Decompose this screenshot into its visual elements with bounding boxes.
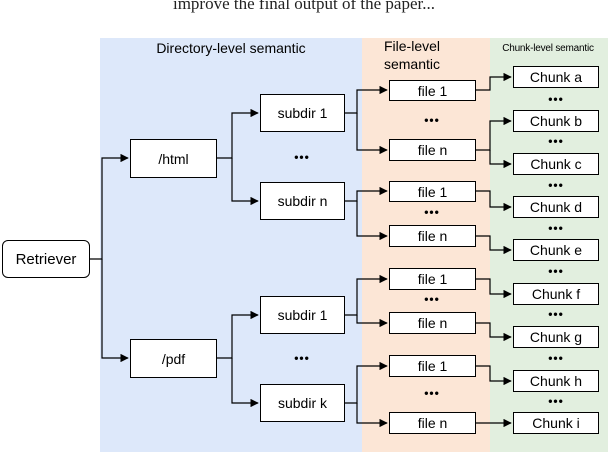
- chunk-node: Chunk g: [513, 326, 599, 348]
- file-node: file 1: [389, 181, 476, 202]
- file-level-label-line1: File-level: [383, 38, 440, 54]
- chunk-node: Chunk e: [513, 239, 599, 261]
- file-level-label-line2: semantic: [383, 56, 441, 72]
- chunk-node: Chunk i: [513, 412, 599, 434]
- intro-text-fragment: improve the final output of the paper...: [172, 0, 435, 13]
- ellipsis-subdirs-pdf: •••: [294, 351, 310, 365]
- file-node: file n: [389, 139, 476, 161]
- ellipsis-files: •••: [424, 113, 440, 127]
- pdf-subdir-k-node: subdir k: [260, 384, 345, 422]
- ellipsis-chunks: •••: [548, 307, 564, 321]
- ellipsis-chunks: •••: [548, 264, 564, 278]
- chunk-node: Chunk b: [513, 110, 599, 132]
- ellipsis-chunks: •••: [548, 394, 564, 408]
- file-node: file 1: [389, 268, 476, 290]
- ellipsis-chunks: •••: [548, 92, 564, 106]
- html-subdir-n-node: subdir n: [260, 182, 345, 220]
- ellipsis-chunks: •••: [548, 178, 564, 192]
- pdf-subdir-1-node: subdir 1: [260, 296, 345, 334]
- chunk-level-label: Chunk-level semantic: [502, 43, 594, 54]
- html-subdir-1-node: subdir 1: [260, 94, 345, 132]
- pdf-dir-node: /pdf: [130, 339, 217, 378]
- ellipsis-chunks: •••: [548, 221, 564, 235]
- file-node: file n: [389, 312, 476, 334]
- ellipsis-chunks: •••: [548, 351, 564, 365]
- chunk-node: Chunk d: [513, 196, 599, 218]
- ellipsis-files: •••: [424, 292, 440, 306]
- directory-level-label: Directory-level semantic: [156, 40, 306, 56]
- file-node: file 1: [389, 80, 476, 101]
- chunk-node: Chunk h: [513, 370, 599, 392]
- file-node: file n: [389, 412, 476, 434]
- file-node: file 1: [389, 355, 476, 377]
- ellipsis-chunks: •••: [548, 134, 564, 148]
- ellipsis-files: •••: [424, 205, 440, 219]
- html-dir-node: /html: [130, 139, 217, 178]
- ellipsis-files: •••: [424, 386, 440, 400]
- chunk-node: Chunk a: [513, 66, 599, 88]
- file-node: file n: [389, 225, 476, 247]
- chunk-node: Chunk f: [513, 283, 599, 305]
- ellipsis-subdirs-html: •••: [294, 150, 310, 164]
- chunk-node: Chunk c: [513, 153, 599, 175]
- retriever-node: Retriever: [2, 240, 90, 278]
